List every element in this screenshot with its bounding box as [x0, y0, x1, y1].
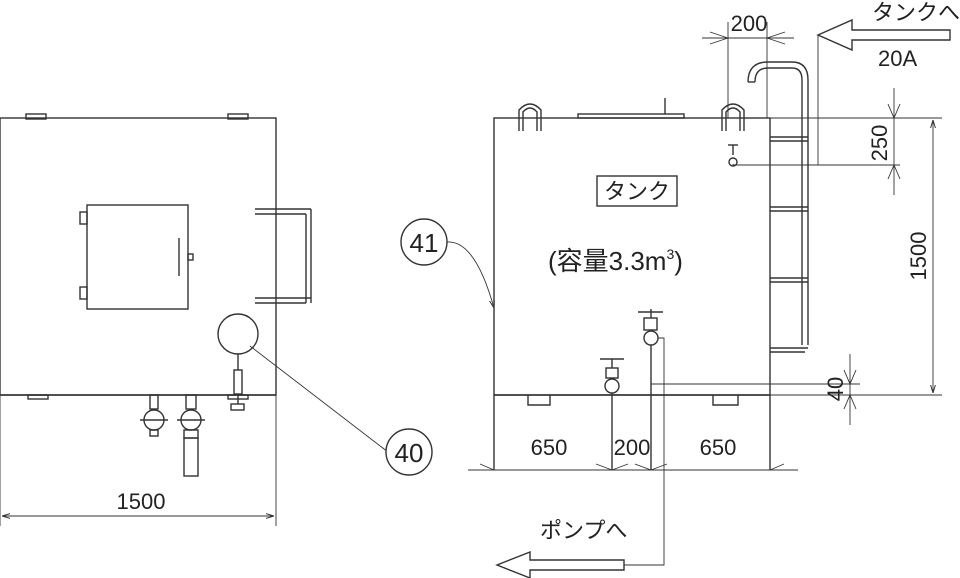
dim-200-bottom: 200	[614, 435, 651, 460]
dim-650-right: 650	[700, 435, 737, 460]
left-view: 1500 40	[0, 113, 433, 526]
drain-valve-1	[140, 394, 168, 437]
dim-1500-vertical: 1500	[906, 232, 931, 281]
tank-label: タンク	[604, 179, 670, 204]
right-view: タンク (容量3.3m3) ポンプへ 41	[400, 0, 960, 578]
to-pump-label: ポンプへ	[540, 518, 627, 543]
inspection-door	[86, 204, 189, 310]
ladder	[747, 61, 809, 353]
dim-250: 250	[867, 125, 892, 162]
outlet-valve-left	[600, 358, 624, 470]
dim-40: 40	[823, 377, 848, 401]
pipe-size-label: 20A	[878, 46, 917, 71]
callout-40: 40	[395, 438, 424, 468]
callout-41: 41	[410, 228, 439, 258]
drain-valve-2	[177, 394, 205, 477]
to-tank-label: タンクへ	[872, 0, 960, 25]
capacity-label: (容量3.3m3)	[548, 246, 683, 276]
dim-width: 1500	[117, 489, 166, 514]
side-ladder	[255, 208, 312, 304]
dim-top-200: 200	[731, 11, 768, 36]
dim-650-left: 650	[531, 435, 568, 460]
